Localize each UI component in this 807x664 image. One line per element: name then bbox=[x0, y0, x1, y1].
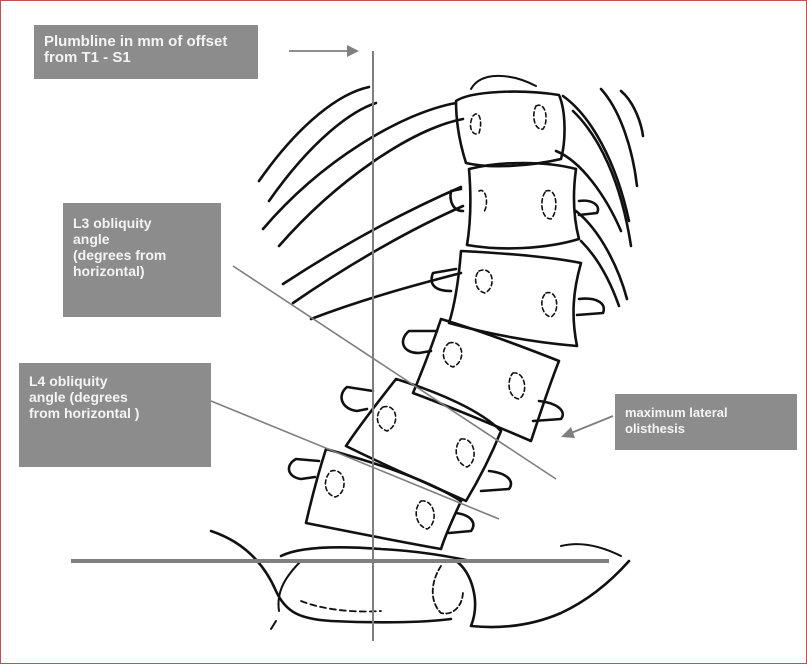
olisthesis-arrow-shaft bbox=[571, 416, 613, 433]
vertebra-l2 bbox=[432, 251, 604, 346]
vertebra-t12 bbox=[456, 76, 565, 166]
guide-lines bbox=[71, 51, 613, 641]
l4-obliquity-line bbox=[211, 401, 499, 519]
plumbline-label: Plumbline in mm of offset from T1 - S1 bbox=[34, 25, 258, 79]
l3-obliquity-label: L3 obliquity angle (degrees from horizon… bbox=[63, 203, 221, 317]
vertebra-l1 bbox=[451, 163, 599, 248]
plumbline-arrow-head bbox=[347, 45, 359, 57]
olisthesis-arrow-head bbox=[561, 427, 575, 438]
l3-obliquity-line bbox=[233, 266, 556, 479]
l4-obliquity-label: L4 obliquity angle (degrees from horizon… bbox=[19, 363, 211, 467]
lateral-olisthesis-label: maximum lateral olisthesis bbox=[615, 394, 797, 450]
vertebra-l3 bbox=[403, 319, 563, 441]
right-ribs bbox=[556, 89, 643, 306]
